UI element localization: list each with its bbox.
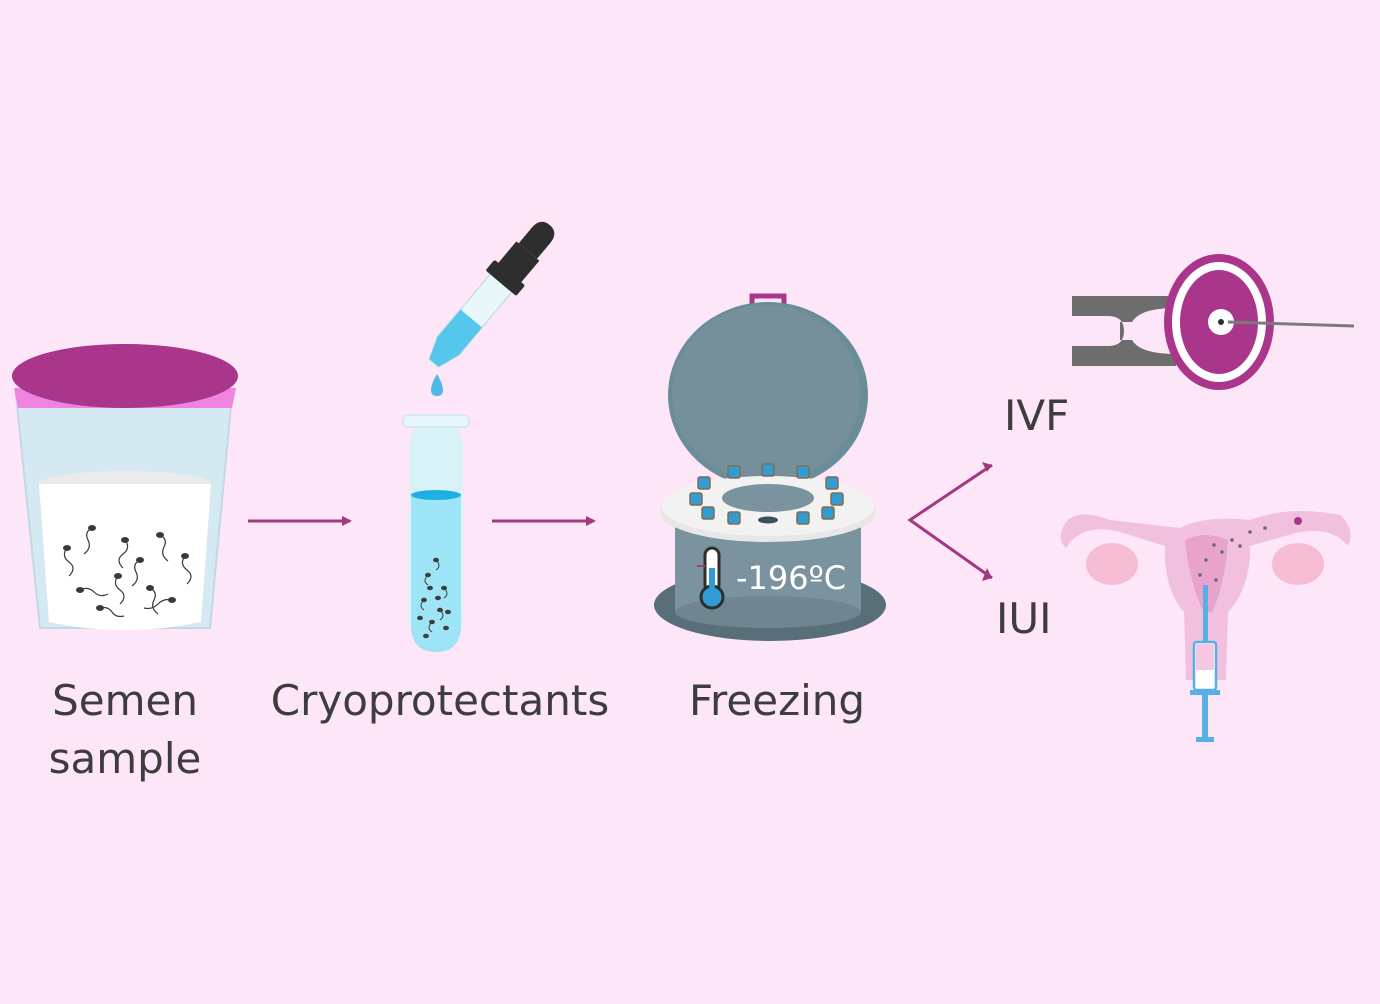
- right-ovary: [1272, 543, 1324, 585]
- uterus-sperm-cells: [1198, 526, 1267, 582]
- split-arrow: [907, 463, 993, 580]
- tank-lid: [672, 305, 860, 481]
- syringe-plunger: [1202, 695, 1208, 737]
- ivf-injection-icon: [1072, 254, 1355, 390]
- semen-cup-icon: [12, 344, 238, 630]
- freezing-label: Freezing: [688, 676, 866, 725]
- holding-pipette: [1072, 296, 1176, 366]
- tube-rim: [402, 414, 470, 428]
- cryo-tank-icon: [654, 293, 886, 641]
- syringe-needle: [1203, 585, 1208, 645]
- thermometer-icon: [697, 546, 725, 610]
- arrow-to-iui: [982, 568, 992, 581]
- semen-label-line1: Semen: [52, 676, 198, 725]
- semen-sample-label: Semen sample: [20, 672, 230, 788]
- cryoprotectants-label: Cryoprotectants: [270, 676, 610, 725]
- tank-vials: [689, 463, 844, 525]
- test-tube-dropper-icon: [402, 221, 555, 652]
- injection-needle: [1227, 320, 1355, 328]
- cup-lid: [12, 344, 238, 408]
- left-ovary: [1086, 543, 1138, 585]
- dropper-drop: [431, 374, 443, 396]
- iui-label: IUI: [996, 594, 1052, 643]
- ivf-label: IVF: [1004, 391, 1070, 440]
- semen-label-line2: sample: [48, 734, 202, 783]
- sperm-cells: [63, 525, 192, 618]
- arrow-to-ivf: [982, 462, 992, 472]
- semen-liquid: [39, 484, 211, 630]
- tube-liquid: [411, 495, 461, 652]
- uterus-insemination-icon: [1060, 511, 1351, 742]
- temperature-label: -196ºC: [736, 559, 847, 597]
